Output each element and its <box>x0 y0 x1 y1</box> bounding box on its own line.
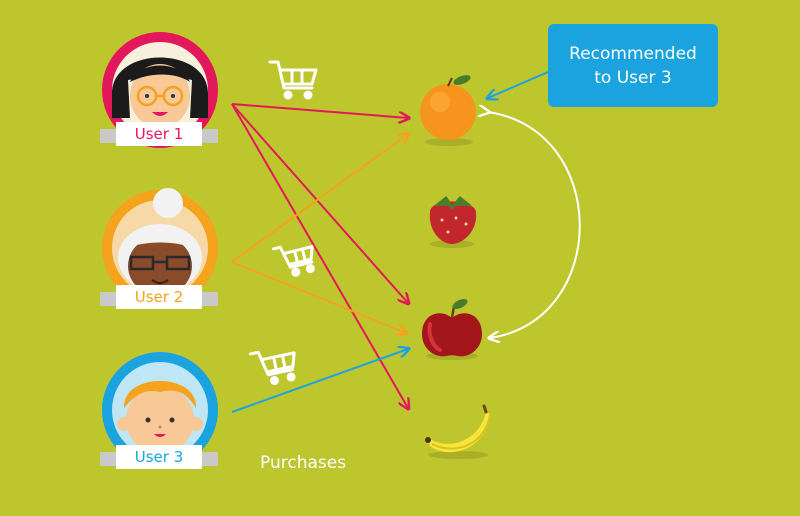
callout-line-1: Recommended <box>569 43 697 64</box>
ribbon-tail <box>200 292 218 306</box>
strawberry-icon <box>429 196 477 248</box>
shopping-cart-icon <box>271 245 315 277</box>
ribbon-tail <box>100 452 118 466</box>
user3-avatar <box>102 352 218 468</box>
user1-to-orange-arrow <box>231 103 408 118</box>
ribbon-tail <box>100 292 118 306</box>
user2-to-apple-arrow <box>231 261 406 333</box>
shopping-cart-icon <box>248 350 296 386</box>
ribbon-tail <box>100 129 118 143</box>
banana-icon <box>425 404 491 459</box>
apple-icon <box>422 299 482 360</box>
user2-purchase-arrows <box>231 134 408 333</box>
recommendation-callout: Recommended to User 3 <box>548 24 718 107</box>
user3-label: User 3 <box>116 445 202 469</box>
user2-avatar <box>102 188 218 306</box>
callout-line-2: to User 3 <box>594 67 672 88</box>
callout-to-orange-arrow <box>488 71 549 98</box>
user3-to-apple-arrow <box>231 349 408 413</box>
user2-to-orange-arrow <box>231 134 408 263</box>
orange-icon <box>420 75 476 146</box>
shopping-cart-icon <box>268 60 318 100</box>
user1-avatar <box>102 32 218 148</box>
user1-purchase-arrows <box>231 103 408 408</box>
user1-to-banana-arrow <box>231 103 408 408</box>
ribbon-tail <box>200 452 218 466</box>
user3-purchase-arrows <box>231 349 408 413</box>
purchases-label: Purchases <box>260 453 347 473</box>
user2-label: User 2 <box>116 285 202 309</box>
ribbon-tail <box>200 129 218 143</box>
user1-to-apple-arrow <box>231 103 408 303</box>
apple-orange-similarity-arrow <box>488 112 581 338</box>
user1-label: User 1 <box>116 122 202 146</box>
